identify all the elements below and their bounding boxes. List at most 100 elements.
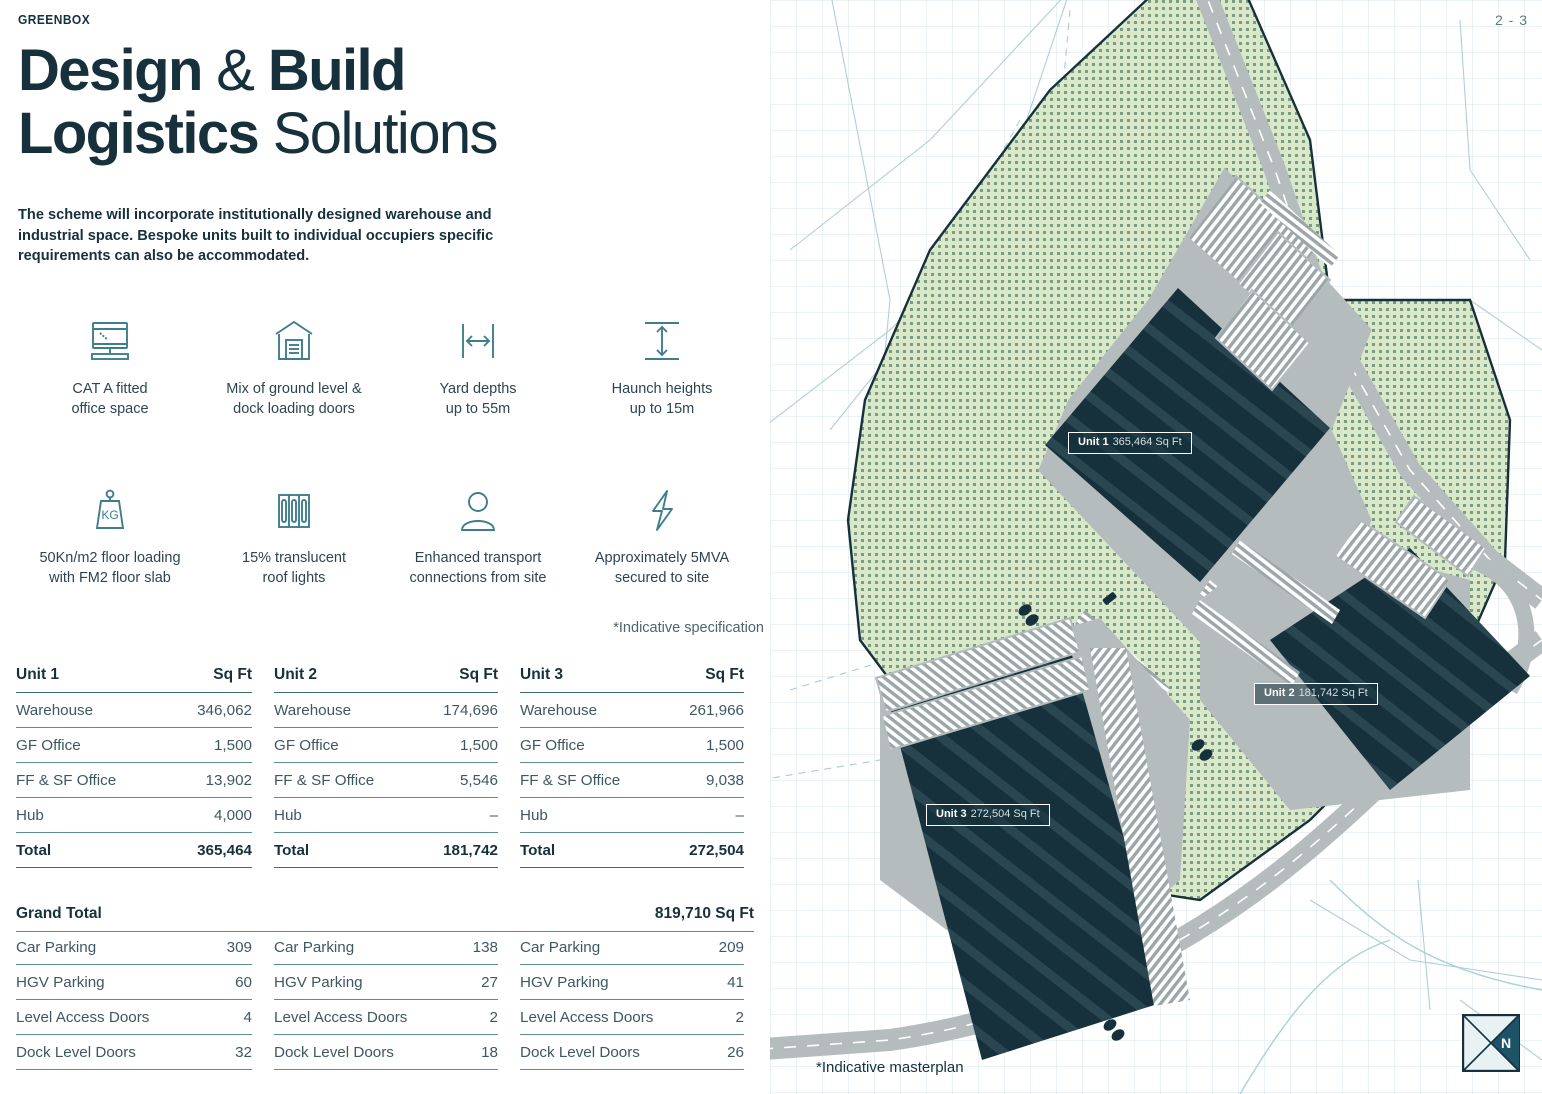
row-label: Level Access Doors [274, 1009, 408, 1026]
area-schedule-tables: Unit 1 Sq Ft Warehouse 346,062 GF Office… [16, 666, 754, 868]
feature-row-2: KG 50Kn/m2 floor loading with FM2 floor … [18, 481, 754, 588]
feature-line-2: secured to site [614, 570, 710, 587]
compass-label: N [1501, 1035, 1511, 1051]
row-value: 9,038 [705, 772, 744, 789]
row-label: Hub [274, 807, 302, 824]
unit-tag-name: Unit 2 [1264, 687, 1295, 699]
table-total-row: Total 181,742 [274, 833, 498, 868]
row-value: 2 [735, 1009, 744, 1026]
row-value: 1,500 [705, 737, 744, 754]
table-header-row: Unit 1 Sq Ft [16, 666, 252, 693]
row-label: Dock Level Doors [520, 1044, 640, 1061]
table-row: Level Access Doors 4 [16, 1000, 252, 1035]
headline-word-build: Build [267, 38, 407, 103]
total-label: Total [520, 842, 556, 859]
page-number: 2 - 3 [1494, 12, 1528, 28]
lightning-bolt-icon [639, 481, 685, 533]
row-value: 174,696 [443, 702, 498, 719]
area-unit-header: Sq Ft [459, 666, 498, 683]
greenbox-logo: GREENBOX [18, 12, 91, 27]
feature-loading-doors: Mix of ground level & dock loading doors [202, 312, 386, 419]
table-row: Warehouse 174,696 [274, 693, 498, 728]
unit3-building [888, 648, 1170, 1060]
row-label: Car Parking [16, 939, 97, 956]
left-panel: GREENBOX Design & Build Logistics Soluti… [0, 0, 770, 1094]
unit-tag-area: 272,504 Sq Ft [970, 808, 1040, 820]
table-row: FF & SF Office 5,546 [274, 763, 498, 798]
total-label: Total [274, 842, 310, 859]
row-label: Warehouse [274, 702, 352, 719]
row-value: 4 [243, 1009, 252, 1026]
table-row: FF & SF Office 9,038 [520, 763, 744, 798]
row-value: 261,966 [689, 702, 744, 719]
headline-word-logistics: Logistics [18, 100, 260, 166]
feature-caption: CAT A fitted office space [71, 380, 148, 419]
feature-yard-depths: Yard depths up to 55m [386, 312, 570, 419]
row-label: HGV Parking [274, 974, 363, 991]
table-row: Car Parking 309 [16, 930, 252, 965]
table-row: HGV Parking 41 [520, 965, 744, 1000]
area-unit-header: Sq Ft [213, 666, 252, 683]
compass-north-icon: N [1461, 1013, 1521, 1073]
feature-row-1: CAT A fitted office space [18, 312, 754, 419]
row-label: Warehouse [520, 702, 598, 719]
headline-word-design: Design [18, 38, 203, 103]
feature-line-2: dock loading doors [233, 400, 355, 417]
unit-tag-area: 365,464 Sq Ft [1112, 436, 1182, 448]
feature-cat-a-office: CAT A fitted office space [18, 312, 202, 419]
indicative-specification-note: *Indicative specification [613, 620, 764, 636]
row-value: 60 [235, 974, 252, 991]
table-header-row: Unit 2 Sq Ft [274, 666, 498, 693]
svg-text:KG: KG [101, 508, 118, 522]
row-label: FF & SF Office [274, 772, 375, 789]
table-row: HGV Parking 27 [274, 965, 498, 1000]
area-table-unit-1: Unit 1 Sq Ft Warehouse 346,062 GF Office… [16, 666, 262, 868]
table-row: Dock Level Doors 18 [274, 1035, 498, 1070]
unit-tag-name: Unit 1 [1078, 436, 1109, 448]
watercourse [1329, 879, 1542, 991]
feature-caption: Haunch heights up to 15m [612, 380, 713, 419]
feature-line-2: connections from site [409, 570, 547, 587]
row-label: Level Access Doors [16, 1009, 150, 1026]
table-row: Level Access Doors 2 [520, 1000, 744, 1035]
headline-ampersand: & [216, 38, 255, 103]
page-title: Design & Build Logistics Solutions [18, 38, 738, 166]
feature-line-1: 50Kn/m2 floor loading [39, 550, 181, 567]
row-value: 18 [481, 1044, 498, 1061]
total-label: Total [16, 842, 52, 859]
table-row: Hub – [274, 798, 498, 833]
unit-name: Unit 1 [16, 666, 60, 683]
feature-transport: Enhanced transport connections from site [386, 481, 570, 588]
total-value: 272,504 [689, 842, 744, 859]
feature-line-2: roof lights [262, 570, 326, 587]
feature-line-1: Enhanced transport [414, 550, 542, 567]
monitor-desk-icon [87, 312, 133, 364]
site-structures [1018, 592, 1213, 1041]
roof-lights-icon [271, 481, 317, 533]
row-label: Car Parking [274, 939, 355, 956]
table-row: Dock Level Doors 32 [16, 1035, 252, 1070]
row-value: 1,500 [213, 737, 252, 754]
feature-line-1: Yard depths [439, 381, 517, 397]
parking-table-unit-1: Car Parking 309 HGV Parking 60 Level Acc… [16, 930, 262, 1070]
row-value: 5,546 [459, 772, 498, 789]
feature-power-supply: Approximately 5MVA secured to site [570, 481, 754, 588]
feature-roof-lights: 15% translucent roof lights [202, 481, 386, 588]
row-label: FF & SF Office [16, 772, 117, 789]
row-label: Car Parking [520, 939, 601, 956]
unit2-car-parking [1333, 494, 1488, 620]
headline-word-solutions: Solutions [272, 100, 499, 166]
row-value: 2 [489, 1009, 498, 1026]
kg-weight-icon: KG [87, 481, 133, 533]
row-label: Hub [520, 807, 548, 824]
feature-line-1: Mix of ground level & [226, 381, 362, 397]
feature-haunch-heights: Haunch heights up to 15m [570, 312, 754, 419]
feature-line-2: office space [71, 400, 149, 417]
table-row: Car Parking 138 [274, 930, 498, 965]
row-label: Dock Level Doors [274, 1044, 394, 1061]
table-row: HGV Parking 60 [16, 965, 252, 1000]
